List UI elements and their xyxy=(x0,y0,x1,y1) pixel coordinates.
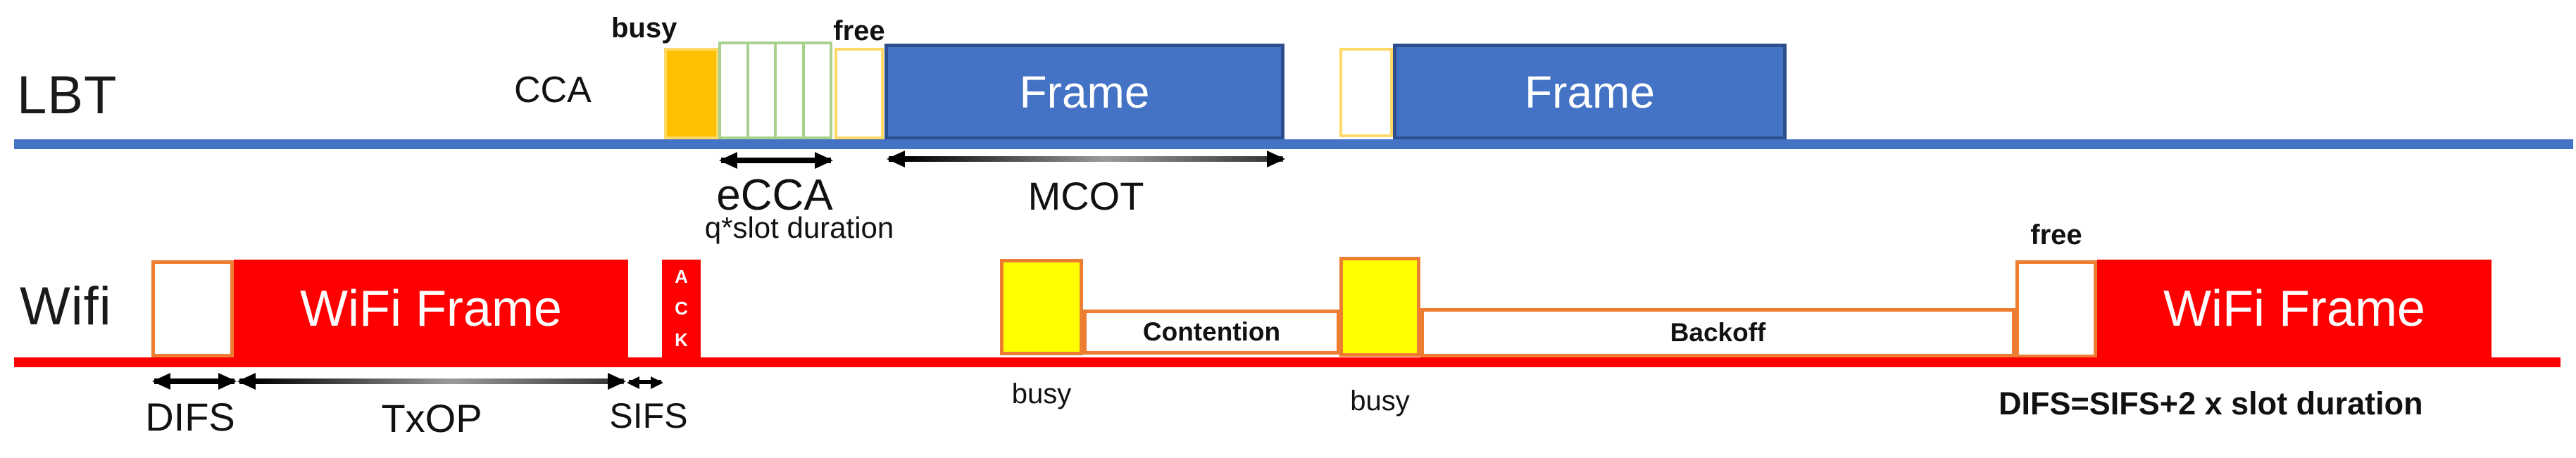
txop-measure-arrow xyxy=(237,373,626,390)
wifi-free-label: free xyxy=(2030,220,2082,250)
backoff-label: Backoff xyxy=(1670,318,1766,347)
q-slot-duration-label: q*slot duration xyxy=(704,211,894,244)
lbt-free-block-2 xyxy=(1339,48,1393,137)
wifi-free-block xyxy=(2015,260,2097,358)
ecca-slot xyxy=(805,44,830,136)
contention-label: Contention xyxy=(1142,317,1281,346)
mcot-label: MCOT xyxy=(1027,174,1144,218)
ecca-slot xyxy=(721,44,749,136)
lbt-frame-2: Frame xyxy=(1393,44,1787,140)
lbt-frame-2-label: Frame xyxy=(1525,66,1655,117)
wifi-busy-label-1: busy xyxy=(1011,379,1072,409)
difs-measure-arrow xyxy=(152,373,237,390)
backoff-box: Backoff xyxy=(1420,308,2015,357)
lbt-row-label: LBT xyxy=(17,65,118,125)
wifi-frame-2-label: WiFi Frame xyxy=(2163,280,2425,337)
lbt-frame-1-label: Frame xyxy=(1019,66,1150,117)
lbt-frame-1: Frame xyxy=(884,44,1284,140)
ecca-slots-block xyxy=(718,42,832,139)
difs-equation-label: DIFS=SIFS+2 x slot duration xyxy=(1999,386,2423,421)
lbt-free-block xyxy=(834,48,884,139)
wifi-busy-block-1 xyxy=(1000,259,1083,355)
lbt-busy-label: busy xyxy=(611,13,677,44)
wifi-timeline xyxy=(14,357,2561,367)
difs-label: DIFS xyxy=(145,395,235,439)
ecca-slot xyxy=(777,44,805,136)
ecca-measure-arrow xyxy=(719,152,833,169)
sifs-measure-arrow xyxy=(627,376,663,389)
contention-box: Contention xyxy=(1083,310,1340,355)
ecca-slot xyxy=(749,44,777,136)
sifs-label: SIFS xyxy=(609,396,688,435)
wifi-frame-1-label: WiFi Frame xyxy=(300,280,562,337)
wifi-frame-1: WiFi Frame xyxy=(234,260,628,357)
lbt-cca-busy-block xyxy=(664,48,719,139)
ecca-label: eCCA xyxy=(716,171,833,220)
wifi-busy-block-2 xyxy=(1339,257,1420,357)
txop-label: TxOP xyxy=(381,396,482,440)
wifi-frame-2: WiFi Frame xyxy=(2097,260,2491,357)
mcot-measure-arrow xyxy=(887,151,1285,167)
lbt-timeline xyxy=(14,139,2573,149)
wifi-difs-block xyxy=(151,260,234,357)
wifi-row-label: Wifi xyxy=(20,276,112,336)
lbt-free-label: free xyxy=(833,15,885,46)
wifi-busy-label-2: busy xyxy=(1350,386,1410,416)
wifi-ack-block: A C K xyxy=(662,260,701,357)
cca-label: CCA xyxy=(514,70,592,110)
